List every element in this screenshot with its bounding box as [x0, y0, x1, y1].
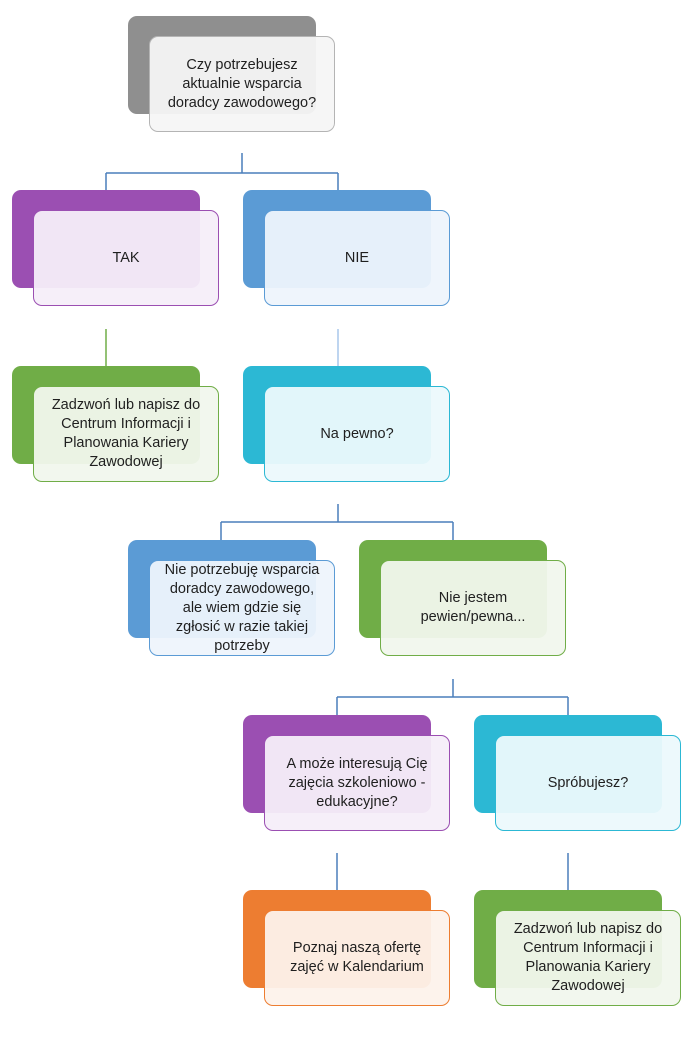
question-text: Czy potrzebujesz aktualnie wsparcia dora…	[167, 56, 317, 111]
question-node: Czy potrzebujesz aktualnie wsparcia dora…	[128, 16, 338, 134]
sure-node: Na pewno?	[243, 366, 453, 484]
connector-question-yes-no	[105, 153, 339, 190]
not-sure-node-box: Nie jestem pewien/pewna...	[380, 560, 566, 656]
yes-node-box: TAK	[33, 210, 219, 306]
yes-action-text: Zadzwoń lub napisz do Centrum Informacji…	[51, 397, 201, 470]
try-action-text: Zadzwoń lub napisz do Centrum Informacji…	[513, 921, 663, 994]
training-node: A może interesują Cię zajęcia szkoleniow…	[243, 715, 453, 833]
yes-text: TAK	[112, 249, 140, 266]
try-action-node-box: Zadzwoń lub napisz do Centrum Informacji…	[495, 910, 681, 1006]
try-node: Spróbujesz?	[474, 715, 684, 833]
not-sure-node: Nie jestem pewien/pewna...	[359, 540, 569, 658]
offer-text: Poznaj naszą ofertę zajęć w Kalendarium	[290, 940, 424, 975]
no-text: NIE	[344, 249, 370, 266]
training-node-box: A może interesują Cię zajęcia szkoleniow…	[264, 735, 450, 831]
try-action-node: Zadzwoń lub napisz do Centrum Informacji…	[474, 890, 684, 1008]
not-sure-text: Nie jestem pewien/pewna...	[420, 590, 526, 625]
not-needed-node-box: Nie potrzebuję wsparcia doradcy zawodowe…	[149, 560, 335, 656]
connector-sure-branches	[220, 504, 454, 540]
no-node: NIE	[243, 190, 453, 308]
not-needed-node: Nie potrzebuję wsparcia doradcy zawodowe…	[128, 540, 338, 658]
yes-action-node: Zadzwoń lub napisz do Centrum Informacji…	[12, 366, 222, 484]
no-node-box: NIE	[264, 210, 450, 306]
offer-node-box: Poznaj naszą ofertę zajęć w Kalendarium	[264, 910, 450, 1006]
not-needed-text: Nie potrzebuję wsparcia doradcy zawodowe…	[164, 561, 320, 654]
sure-node-box: Na pewno?	[264, 386, 450, 482]
try-node-box: Spróbujesz?	[495, 735, 681, 831]
try-text: Spróbujesz?	[547, 774, 629, 791]
connector-notsure-branches	[336, 679, 569, 715]
training-text: A może interesują Cię zajęcia szkoleniow…	[286, 755, 428, 810]
yes-node: TAK	[12, 190, 222, 308]
sure-text: Na pewno?	[320, 425, 394, 442]
yes-action-node-box: Zadzwoń lub napisz do Centrum Informacji…	[33, 386, 219, 482]
offer-node: Poznaj naszą ofertę zajęć w Kalendarium	[243, 890, 453, 1008]
question-node-box: Czy potrzebujesz aktualnie wsparcia dora…	[149, 36, 335, 132]
